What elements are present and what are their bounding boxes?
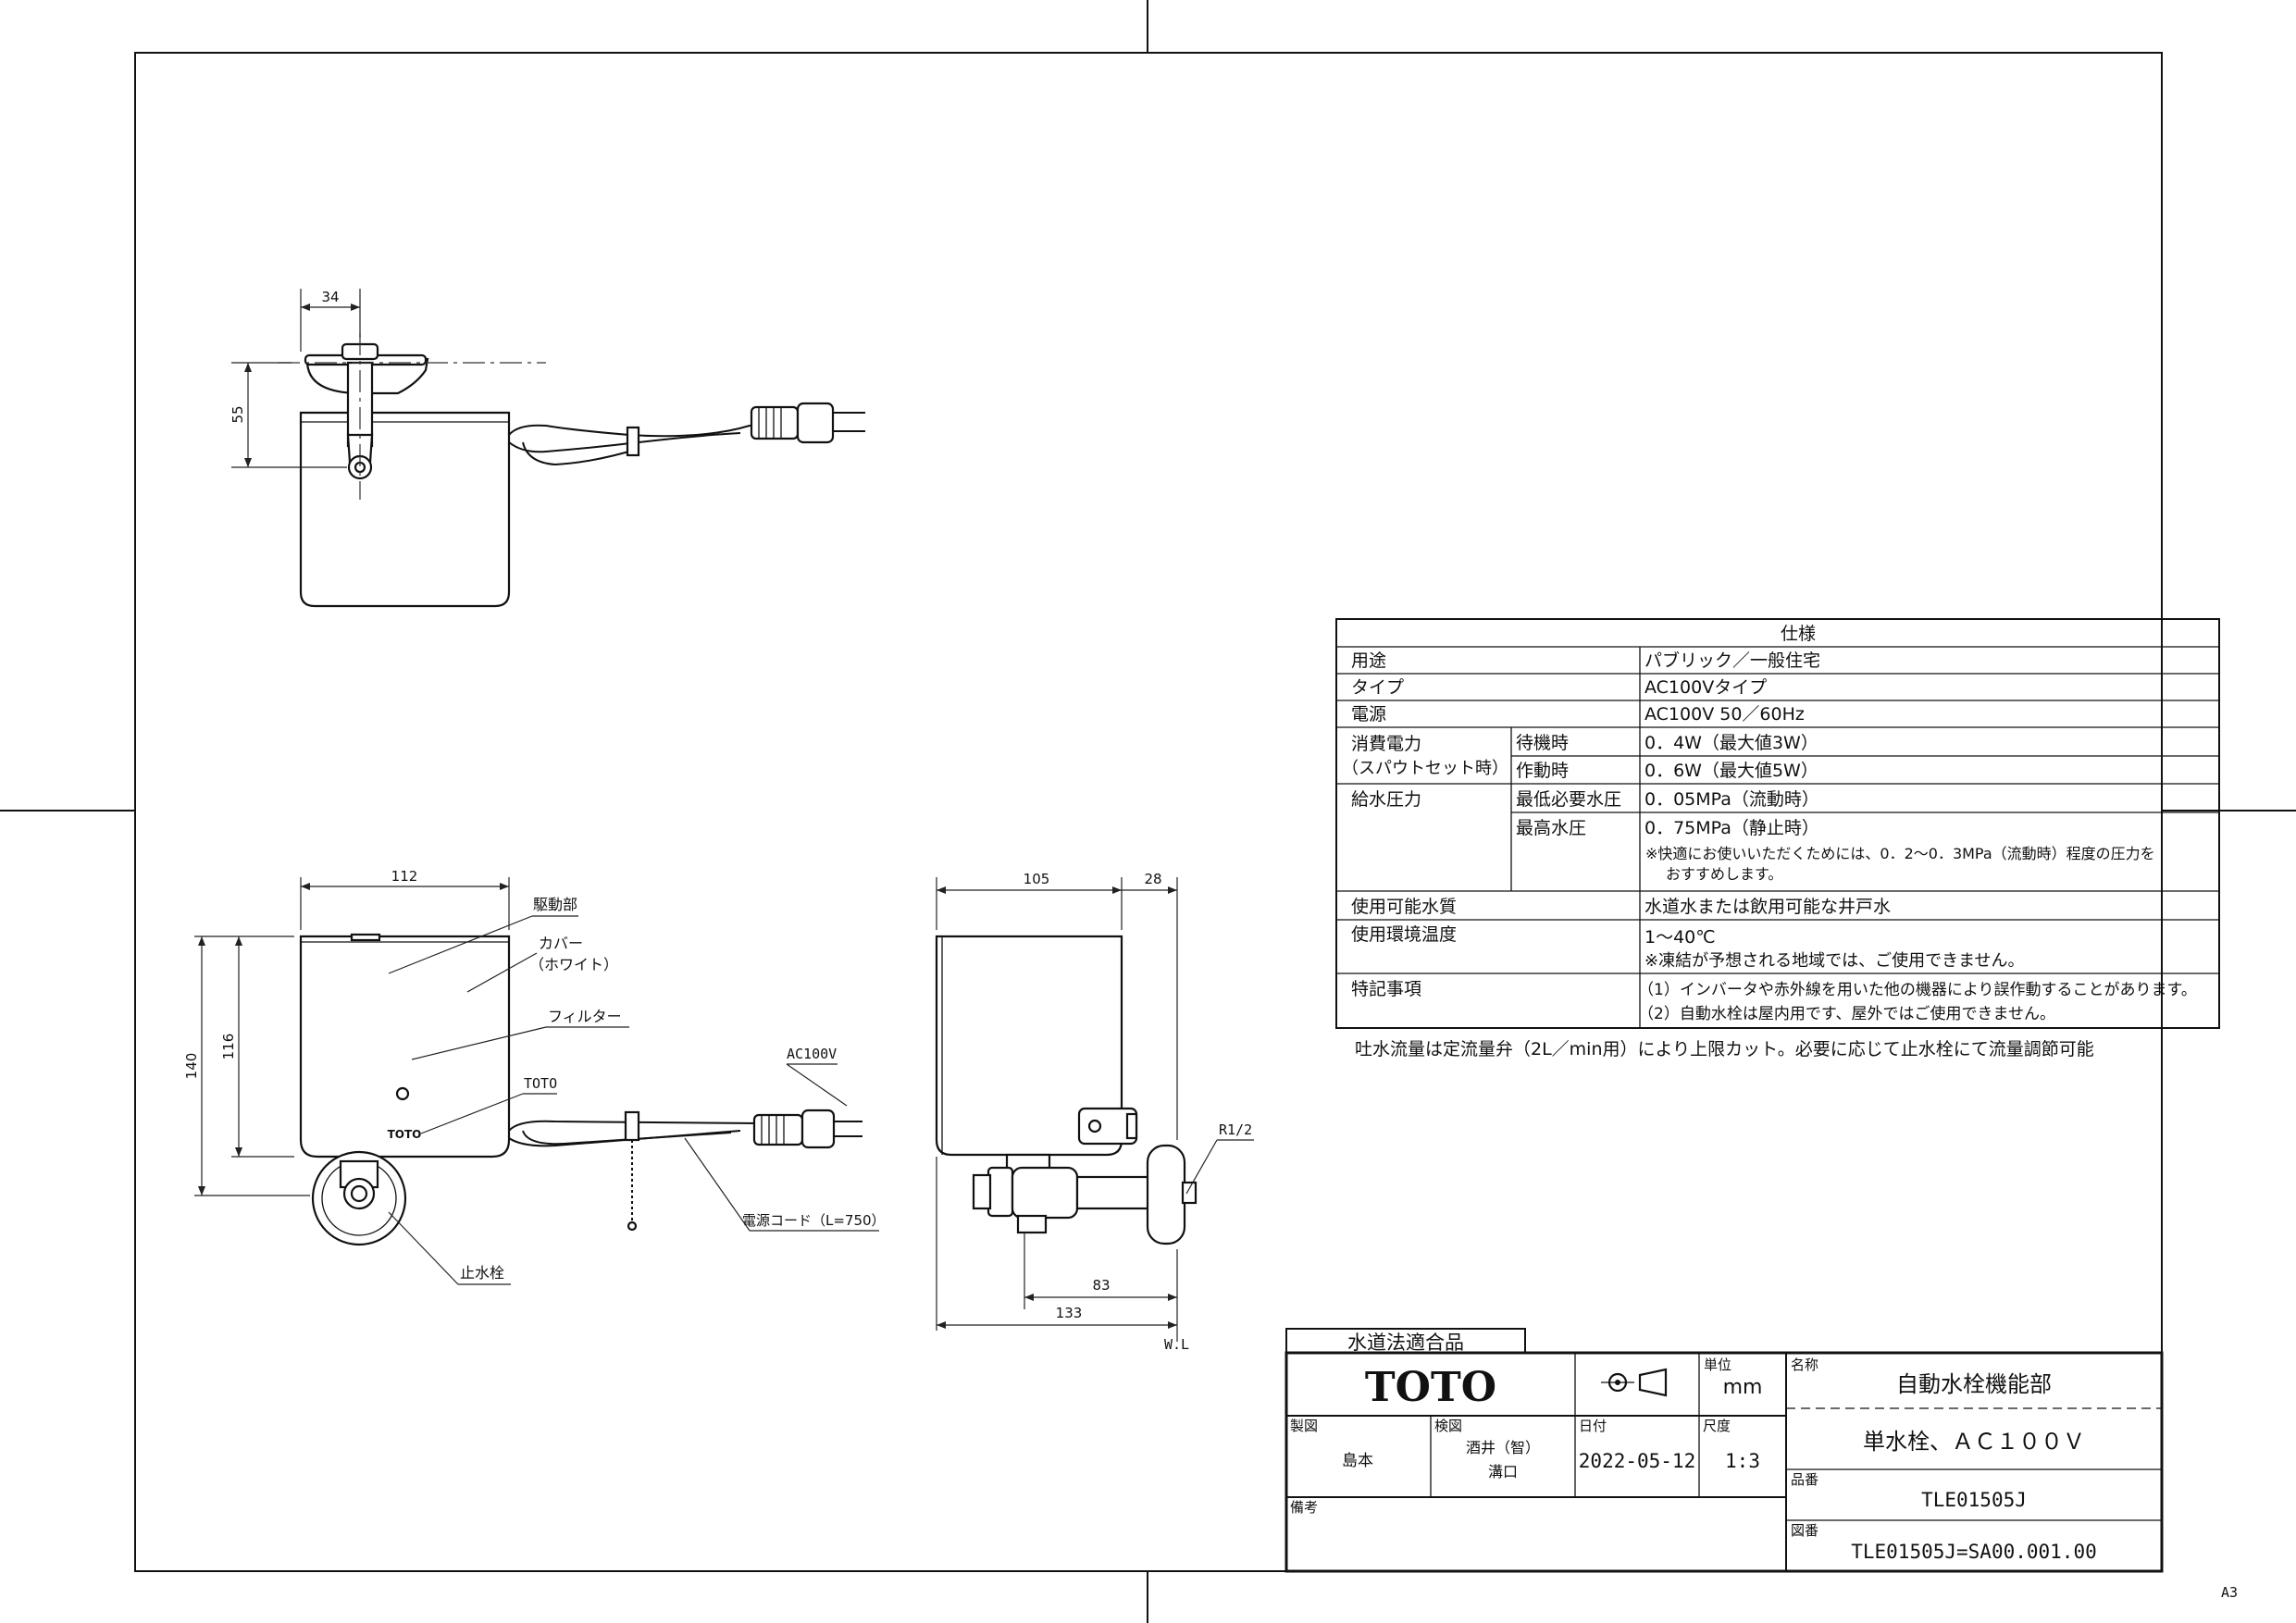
spec-water-value: 水道水または飲用可能な井戸水 bbox=[1644, 897, 1891, 917]
callout-cover-2: （ホワイト） bbox=[529, 956, 618, 973]
compliance-label: 水道法適合品 bbox=[1347, 1332, 1464, 1354]
spec-type-value: AC100Vタイプ bbox=[1644, 677, 1767, 698]
subtitle: 単水栓、ＡＣ１００Ｖ bbox=[1863, 1429, 2085, 1455]
label-wl: W.L bbox=[1164, 1336, 1189, 1353]
spec-pressure-note-1: ※快適にお使いいただくためには、0．2～0．3MPa（流動時）程度の圧力を bbox=[1645, 845, 2155, 862]
callout-drive-unit: 駆動部 bbox=[533, 896, 577, 913]
spec-title: 仕様 bbox=[1781, 624, 1816, 644]
dim-front-height-body: 116 bbox=[220, 1034, 237, 1060]
remarks-label: 備考 bbox=[1290, 1499, 1318, 1516]
spec-operating-value: 0．6W（最大値5W） bbox=[1644, 761, 1818, 781]
unit-value: mm bbox=[1723, 1376, 1763, 1399]
drawn-value: 島本 bbox=[1342, 1452, 1373, 1470]
title-block: 水道法適合品 TOTO 単位 mm 名称 自動水栓機能部 単水栓、ＡＣ１００Ｖ … bbox=[1285, 1328, 2164, 1573]
dim-side-extra: 28 bbox=[1144, 871, 1161, 887]
callout-r12: R1/2 bbox=[1219, 1121, 1252, 1138]
checked-label: 検図 bbox=[1434, 1418, 1462, 1434]
unit-label: 単位 bbox=[1704, 1357, 1731, 1373]
date-value: 2022-05-12 bbox=[1579, 1450, 1695, 1472]
spec-water-label: 使用可能水質 bbox=[1351, 897, 1457, 917]
spec-power-value: AC100V 50／60Hz bbox=[1644, 704, 1805, 725]
dim-top-height: 55 bbox=[230, 405, 246, 423]
dim-top-width: 34 bbox=[321, 289, 339, 305]
spec-usage-value: パブリック／一般住宅 bbox=[1644, 650, 1820, 671]
spec-pressure-label: 給水圧力 bbox=[1351, 789, 1421, 810]
callout-toto: TOTO bbox=[524, 1075, 557, 1092]
spec-consumption-label-2: （スパウトセット時） bbox=[1342, 759, 1508, 778]
front-view: TOTO 112 140 bbox=[183, 868, 886, 1285]
spec-type-label: タイプ bbox=[1351, 677, 1404, 698]
scale-label: 尺度 bbox=[1703, 1418, 1731, 1434]
part-label: 品番 bbox=[1791, 1471, 1818, 1488]
side-view: 105 28 83 133 R1/2 W.L bbox=[935, 871, 1254, 1353]
checked-value-1: 酒井（智） bbox=[1466, 1439, 1540, 1456]
checked-value-2: 溝口 bbox=[1488, 1463, 1518, 1481]
callout-cover-1: カバー bbox=[539, 935, 583, 952]
dim-side-83: 83 bbox=[1092, 1277, 1110, 1294]
callout-stop-valve: 止水栓 bbox=[460, 1264, 504, 1282]
brand-logo: TOTO bbox=[1365, 1364, 1496, 1411]
date-label: 日付 bbox=[1579, 1418, 1607, 1434]
spec-pressure-note-2: おすすめします。 bbox=[1666, 865, 1782, 883]
spec-max-pressure-value: 0．75MPa（静止時） bbox=[1644, 818, 1819, 838]
spec-temp-note: ※凍結が予想される地域では、ご使用できません。 bbox=[1644, 951, 2025, 971]
name-label: 名称 bbox=[1791, 1357, 1818, 1373]
spec-notes-label: 特記事項 bbox=[1351, 979, 1421, 999]
dim-front-width: 112 bbox=[391, 868, 418, 885]
spec-table: 仕様 用途 パブリック／一般住宅 タイプ AC100Vタイプ 電源 AC100V… bbox=[1335, 618, 2220, 1059]
sheet-size: A3 bbox=[2221, 1584, 2238, 1601]
dim-side-width: 105 bbox=[1024, 871, 1050, 887]
spec-footnote: 吐水流量は定流量弁（2L／min用）により上限カット。必要に応じて止水栓にて流量… bbox=[1355, 1039, 2094, 1059]
drawing-no-label: 図番 bbox=[1791, 1522, 1818, 1539]
callout-ac100v: AC100V bbox=[787, 1046, 837, 1062]
spec-standby-label: 待機時 bbox=[1516, 733, 1569, 753]
spec-temp-label: 使用環境温度 bbox=[1351, 924, 1457, 945]
spec-min-pressure-value: 0．05MPa（流動時） bbox=[1644, 789, 1819, 810]
callout-power-cord: 電源コード（L=750） bbox=[742, 1212, 886, 1229]
spec-notes-value-2: （2）自動水栓は屋内用です、屋外ではご使用できません。 bbox=[1638, 1004, 2055, 1023]
spec-temp-value: 1～40℃ bbox=[1644, 927, 1716, 948]
spec-power-label: 電源 bbox=[1351, 704, 1386, 725]
dim-front-height-total: 140 bbox=[183, 1053, 200, 1080]
drawing-no-value: TLE01505J=SA00.001.00 bbox=[1851, 1541, 2097, 1563]
part-value: TLE01505J bbox=[1921, 1489, 2027, 1511]
spec-consumption-label-1: 消費電力 bbox=[1351, 734, 1421, 754]
name-value: 自動水栓機能部 bbox=[1896, 1371, 2052, 1397]
spec-min-pressure-label: 最低必要水圧 bbox=[1516, 789, 1621, 810]
spec-max-pressure-label: 最高水圧 bbox=[1516, 818, 1586, 838]
spec-notes-value-1: （1）インバータや赤外線を用いた他の機器により誤作動することがあります。 bbox=[1638, 981, 2197, 999]
top-view: 34 55 bbox=[230, 289, 865, 608]
front-logo: TOTO bbox=[388, 1128, 422, 1141]
spec-standby-value: 0．4W（最大値3W） bbox=[1644, 733, 1818, 753]
callout-filter: フィルター bbox=[548, 1008, 622, 1025]
spec-operating-label: 作動時 bbox=[1516, 761, 1569, 781]
drawn-label: 製図 bbox=[1290, 1418, 1318, 1434]
projection-symbol-icon bbox=[1601, 1368, 1668, 1397]
dim-side-133: 133 bbox=[1056, 1305, 1083, 1321]
spec-usage-label: 用途 bbox=[1351, 650, 1386, 671]
scale-value: 1:3 bbox=[1725, 1450, 1760, 1472]
